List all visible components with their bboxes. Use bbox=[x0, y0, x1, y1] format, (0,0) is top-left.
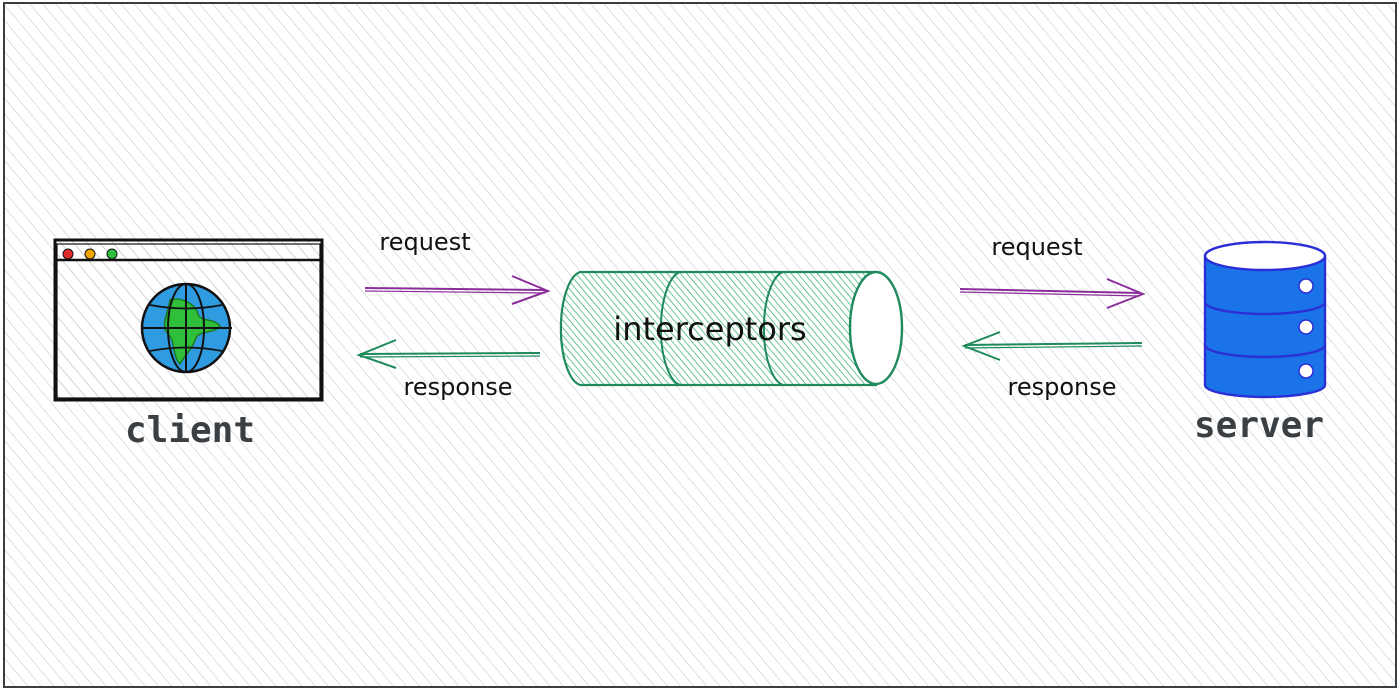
response-label-right: response bbox=[1007, 373, 1116, 401]
client-to-interceptors-edge: request bbox=[364, 228, 551, 305]
request-label-right: request bbox=[991, 233, 1082, 261]
interceptors-node: interceptors bbox=[559, 270, 904, 387]
interceptors-to-server-edge: request bbox=[959, 233, 1146, 309]
response-label-left: response bbox=[403, 373, 512, 401]
server-label: server bbox=[1194, 405, 1324, 446]
globe-icon bbox=[140, 282, 232, 374]
interceptors-label: interceptors bbox=[613, 310, 806, 348]
window-dot-red-icon bbox=[62, 248, 74, 260]
request-label-left: request bbox=[379, 228, 470, 256]
server-node: server bbox=[1194, 240, 1327, 446]
database-server-icon bbox=[1203, 240, 1327, 399]
interceptors-to-client-edge: response bbox=[356, 339, 541, 401]
server-light-icon bbox=[1298, 363, 1314, 379]
client-label: client bbox=[125, 410, 255, 451]
window-dot-yellow-icon bbox=[84, 248, 96, 260]
server-light-icon bbox=[1298, 278, 1314, 294]
server-light-icon bbox=[1298, 319, 1314, 335]
server-to-interceptors-edge: response bbox=[961, 331, 1143, 401]
window-dot-green-icon bbox=[106, 248, 118, 260]
client-node: client bbox=[53, 238, 324, 451]
